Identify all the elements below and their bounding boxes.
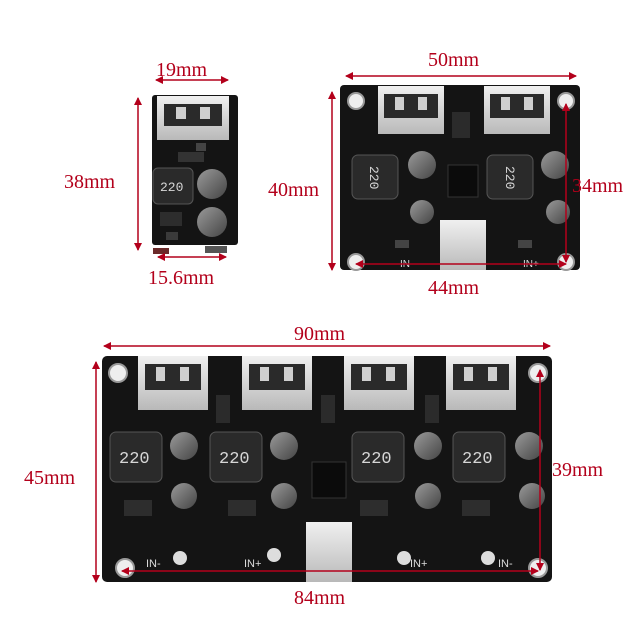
capacitor-icon <box>197 169 227 199</box>
inductor-label: 220 <box>366 166 381 189</box>
dimension-lines <box>92 72 577 583</box>
inductor-icon <box>152 167 194 205</box>
capacitor-icon <box>170 432 198 460</box>
capacitor-icon <box>270 432 298 460</box>
capacitor-icon <box>415 483 441 509</box>
capacitor-icon <box>408 151 436 179</box>
dimension-label-medium-bottom: 44mm <box>428 277 480 299</box>
pad-hole-icon <box>267 548 281 562</box>
capacitor-icon <box>541 151 569 179</box>
inductor-icon <box>486 154 534 200</box>
capacitor-icon <box>171 483 197 509</box>
mount-hole-icon <box>347 253 365 271</box>
board-quad-port: IN- IN+ IN+ IN- <box>102 356 552 582</box>
pad-hole-icon <box>173 551 187 565</box>
usb-port-icon <box>344 356 414 410</box>
dimension-label-medium-height: 40mm <box>268 179 320 201</box>
usb-port-icon <box>138 356 208 410</box>
pad-label: IN+ <box>410 558 427 570</box>
inductor-label: 220 <box>219 450 250 469</box>
capacitor-icon <box>515 432 543 460</box>
capacitor-icon <box>410 200 434 224</box>
chip-icon <box>447 164 479 198</box>
inductor-icon <box>109 431 163 483</box>
mount-hole-icon <box>115 558 135 578</box>
inductor-icon <box>452 431 506 483</box>
dimension-label-medium-width: 50mm <box>428 49 480 71</box>
mount-hole-icon <box>528 363 548 383</box>
dimension-label-large-width: 90mm <box>294 323 346 345</box>
input-connector-icon <box>440 220 486 270</box>
board-dual-port: IN- IN+ <box>340 85 580 271</box>
pad-label: IN- <box>498 558 513 570</box>
inductor-label: 220 <box>462 450 493 469</box>
capacitor-icon <box>271 483 297 509</box>
inductor-label: 220 <box>119 450 150 469</box>
mount-hole-icon <box>528 558 548 578</box>
dimension-label-small-bottom: 15.6mm <box>148 267 215 289</box>
usb-port-icon <box>378 86 444 134</box>
inductor-labels: 220 220 220 220 220 220 220 <box>119 166 517 469</box>
chip-icon <box>311 461 347 499</box>
pad-hole-icon <box>397 551 411 565</box>
inductor-icon <box>351 154 399 200</box>
inductor-label: 220 <box>502 166 517 189</box>
mount-hole-icon <box>108 363 128 383</box>
inductor-icon <box>209 431 263 483</box>
usb-port-icon <box>446 356 516 410</box>
capacitor-icon <box>197 207 227 237</box>
inductor-icon <box>351 431 405 483</box>
dimension-label-large-bottom: 84mm <box>294 587 346 609</box>
capacitor-icon <box>519 483 545 509</box>
capacitor-icon <box>414 432 442 460</box>
dimension-label-medium-right: 34mm <box>572 175 624 197</box>
inductor-label: 220 <box>160 180 183 195</box>
pad-label: IN- <box>146 558 161 570</box>
input-connector-icon <box>306 522 352 582</box>
usb-port-icon <box>157 96 229 140</box>
dimension-label-small-height: 38mm <box>64 171 116 193</box>
pad-hole-icon <box>481 551 495 565</box>
usb-port-icon <box>484 86 550 134</box>
mount-hole-icon <box>347 92 365 110</box>
inductor-label: 220 <box>361 450 392 469</box>
usb-port-icon <box>242 356 312 410</box>
pad-label: IN+ <box>244 558 261 570</box>
dimension-label-large-right: 39mm <box>552 459 604 481</box>
board-single-port <box>152 95 238 254</box>
dimension-label-small-width: 19mm <box>156 59 208 81</box>
dimension-label-large-height: 45mm <box>24 467 76 489</box>
